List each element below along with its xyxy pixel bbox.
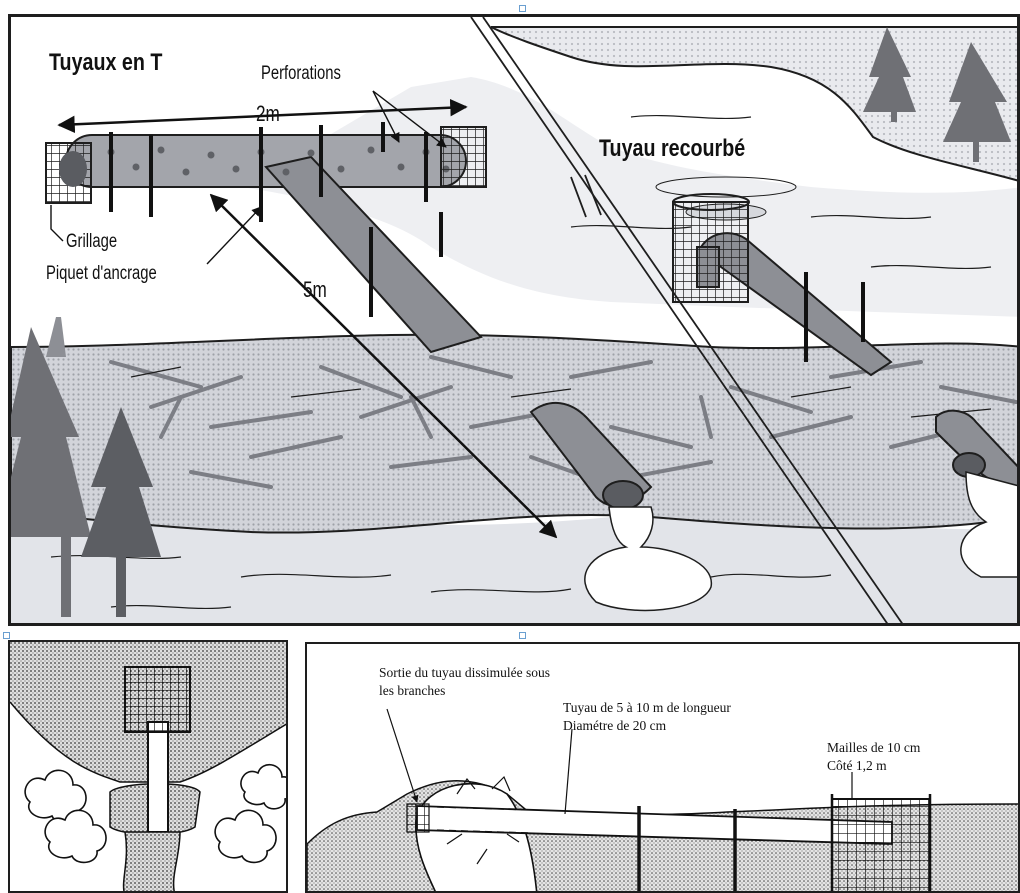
label-perforations: Perforations xyxy=(261,63,341,84)
selection-handle[interactable] xyxy=(519,5,526,12)
label-grillage: Grillage xyxy=(66,231,118,252)
selection-handle[interactable] xyxy=(3,632,10,639)
top-illustration xyxy=(11,17,1017,623)
selection-handle[interactable] xyxy=(519,632,526,639)
bottom-left-illustration-panel xyxy=(8,640,288,893)
left-trees xyxy=(11,317,161,617)
label-piquet: Piquet d'ancrage xyxy=(46,263,157,284)
label-2m: 2m xyxy=(256,101,280,126)
leader-lines xyxy=(50,90,447,265)
label-mailles-line1: Mailles de 10 cm xyxy=(827,740,921,755)
water-ripples xyxy=(50,114,992,610)
label-sortie-line2: les branches xyxy=(379,683,446,698)
cross-section-illustration xyxy=(307,708,1018,891)
water-outflow xyxy=(584,471,1017,612)
top-illustration-panel: Tuyaux en T Tuyau recourbé Perforations … xyxy=(8,14,1020,626)
label-5m: 5m xyxy=(303,277,327,302)
bushes xyxy=(24,764,286,864)
bent-pipe xyxy=(655,176,1017,494)
heading-bent-pipe: Tuyau recourbé xyxy=(599,135,746,162)
label-mailles-line2: Côté 1,2 m xyxy=(827,758,887,773)
top-view-illustration xyxy=(10,642,286,891)
heading-t-pipes: Tuyaux en T xyxy=(49,49,163,76)
panel-divider xyxy=(470,17,903,623)
label-tuyau-line1: Tuyau de 5 à 10 m de longueur xyxy=(563,700,731,715)
label-tuyau-line2: Diamétre de 20 cm xyxy=(563,718,667,733)
far-trees xyxy=(863,27,1011,162)
bottom-right-illustration-panel: Sortie du tuyau dissimulée sous les bran… xyxy=(305,642,1020,893)
label-sortie-line1: Sortie du tuyau dissimulée sous xyxy=(379,665,550,680)
